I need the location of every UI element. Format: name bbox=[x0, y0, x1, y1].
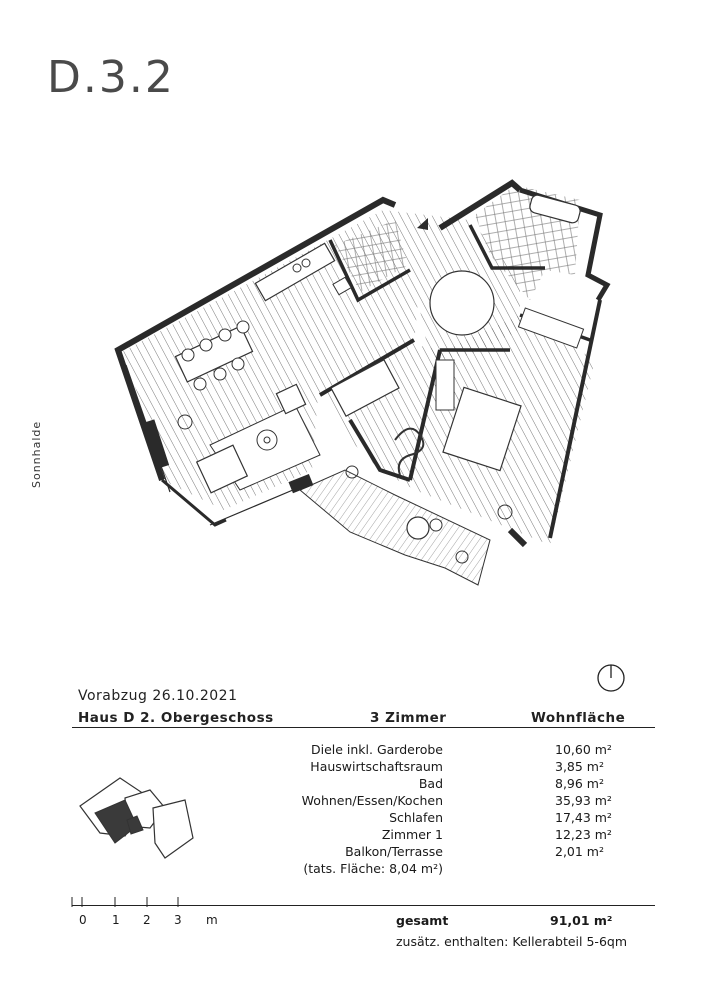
room-name: Wohnen/Essen/Kochen bbox=[301, 793, 443, 808]
bathtub bbox=[529, 194, 581, 224]
scale-tick-label: 3 bbox=[174, 913, 182, 927]
outer-wall bbox=[438, 179, 522, 231]
room-area: 12,23 m² bbox=[555, 827, 612, 842]
double-bed bbox=[442, 386, 522, 472]
total-label: gesamt bbox=[396, 913, 449, 928]
stove-icon bbox=[292, 263, 302, 273]
rooms-count: 3 Zimmer bbox=[370, 710, 447, 726]
divider bbox=[72, 905, 655, 906]
house-floor: Haus D 2. Obergeschoss bbox=[78, 710, 274, 726]
room-area: 35,93 m² bbox=[555, 793, 612, 808]
pillar bbox=[288, 473, 314, 494]
unit-title: D.3.2 bbox=[47, 52, 175, 103]
room-area: 3,85 m² bbox=[555, 759, 604, 774]
north-arrow-icon bbox=[597, 664, 625, 692]
floor-plan bbox=[114, 179, 611, 586]
hall-rug bbox=[429, 270, 495, 336]
room-area: 8,96 m² bbox=[555, 776, 604, 791]
room-area: 10,60 m² bbox=[555, 742, 612, 757]
single-bed bbox=[330, 358, 400, 418]
scale-bar bbox=[71, 897, 179, 907]
building-keymap bbox=[79, 777, 194, 859]
area-heading: Wohnfläche bbox=[531, 710, 626, 726]
room-name: Hauswirtschaftsraum bbox=[310, 759, 443, 774]
interior-wall bbox=[348, 418, 411, 482]
room-name: Balkon/Terrasse bbox=[345, 844, 443, 859]
balcony-chair bbox=[429, 518, 443, 532]
total-value: 91,01 m² bbox=[550, 913, 613, 928]
balcony-floor bbox=[299, 469, 491, 586]
sink-icon bbox=[332, 276, 352, 296]
outer-wall bbox=[507, 527, 528, 548]
outer-wall bbox=[161, 478, 227, 527]
outer-wall bbox=[548, 299, 602, 539]
room-name: Bad bbox=[418, 776, 443, 791]
scale-tick-label: 2 bbox=[143, 913, 151, 927]
dining-chairs bbox=[181, 320, 250, 391]
outer-wall bbox=[114, 196, 397, 481]
extra-note: zusätz. enthalten: Kellerabteil 5-6qm bbox=[396, 934, 628, 949]
pillar bbox=[142, 419, 170, 469]
floor-lamp-icon bbox=[256, 429, 278, 451]
interior-wall bbox=[468, 224, 545, 270]
stove-icon bbox=[301, 258, 311, 268]
balcony-table bbox=[406, 516, 430, 540]
entrance-arrow-icon bbox=[417, 218, 428, 230]
scale-unit: m bbox=[206, 913, 218, 927]
room-name: Zimmer 1 bbox=[381, 827, 443, 842]
toy-track bbox=[394, 427, 425, 476]
utility-room-tiles bbox=[335, 220, 408, 292]
wardrobe bbox=[517, 307, 585, 349]
floor-lamp-icon bbox=[263, 436, 271, 444]
street-label: Sonnhalde bbox=[30, 420, 43, 488]
armchair bbox=[275, 383, 307, 415]
scale-tick-label: 0 bbox=[79, 913, 87, 927]
room-name: Diele inkl. Garderobe bbox=[310, 742, 443, 757]
scale-tick-label: 1 bbox=[112, 913, 120, 927]
room-area: 2,01 m² bbox=[555, 844, 604, 859]
room-name: Schlafen bbox=[389, 810, 443, 825]
interior-wall bbox=[408, 349, 442, 481]
room-area: 17,43 m² bbox=[555, 810, 612, 825]
wardrobe bbox=[435, 359, 455, 411]
divider bbox=[72, 727, 655, 728]
room-name: (tats. Fläche: 8,04 m²) bbox=[303, 861, 443, 876]
sofa bbox=[195, 444, 249, 494]
plant-icon bbox=[177, 414, 513, 564]
draft-date: Vorabzug 26.10.2021 bbox=[78, 688, 238, 704]
window-frame bbox=[209, 486, 301, 526]
interior-wall bbox=[328, 239, 411, 303]
